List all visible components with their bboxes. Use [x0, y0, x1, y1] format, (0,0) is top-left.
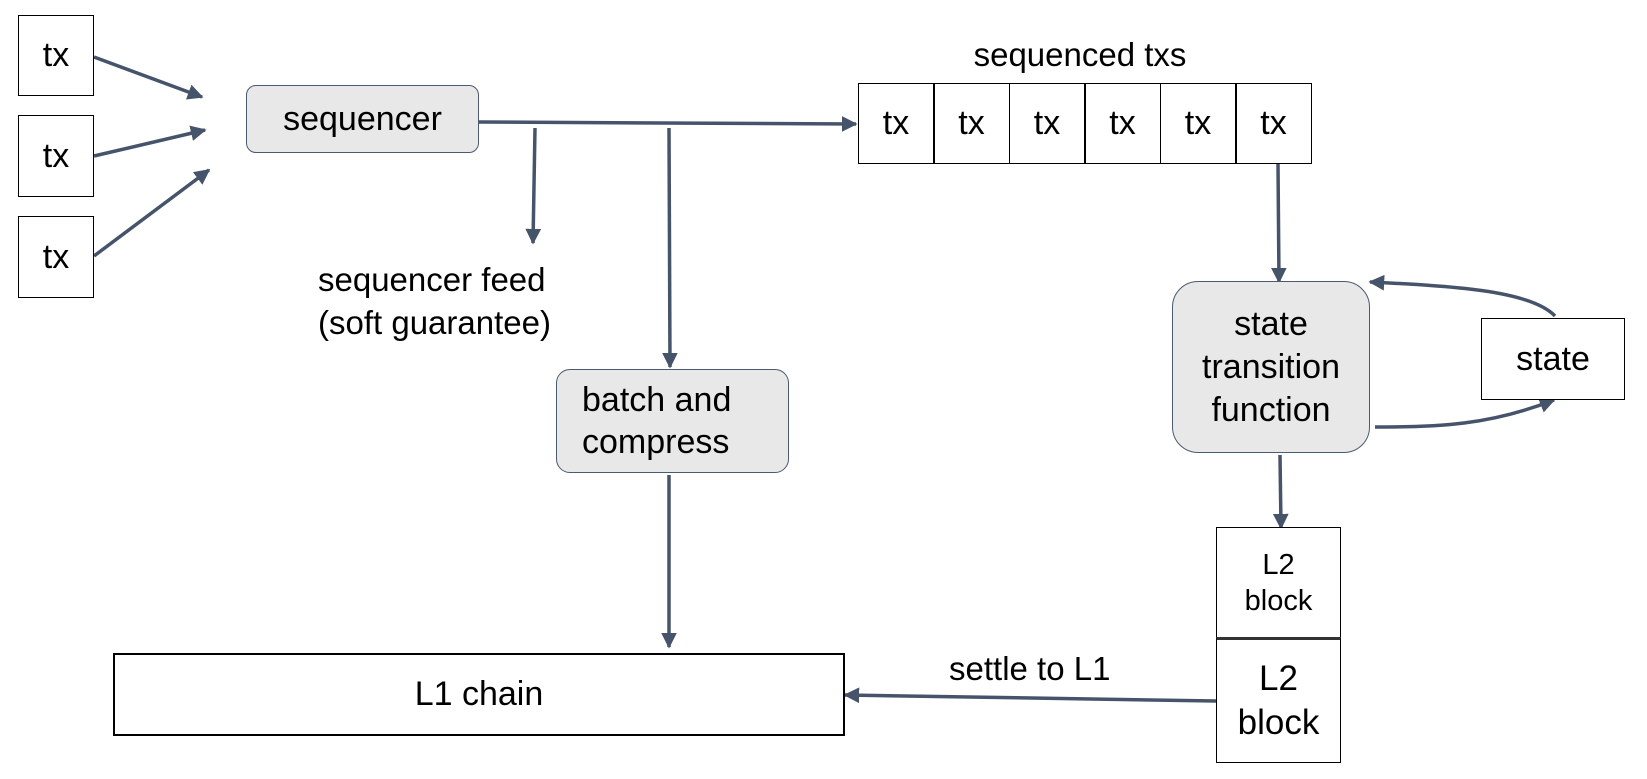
- l1-chain-box: L1 chain: [113, 653, 845, 736]
- sequenced-tx-box: tx: [1009, 83, 1085, 164]
- l2-block-label: L2 block: [1244, 549, 1313, 617]
- input-tx-label: tx: [42, 36, 70, 74]
- sequenced-tx-label: tx: [958, 104, 985, 142]
- arrow-sequencer-to-feed: [525, 127, 542, 245]
- sequencer-feed-label: sequencer feed (soft guarantee): [318, 261, 551, 341]
- sequenced-tx-label: tx: [1184, 104, 1212, 142]
- arrow-tx3-to-sequencer: [92, 168, 211, 258]
- l1-chain-label: L1 chain: [414, 675, 544, 713]
- input-tx-box-1: tx: [18, 15, 94, 96]
- arrow-sequencer-to-batch: [662, 127, 678, 369]
- sequenced-tx-label: tx: [882, 104, 910, 142]
- arrow-stf-to-state: [1374, 397, 1556, 429]
- arrow-sequencer-to-sequenced-txs: [478, 116, 858, 132]
- input-tx-box-3: tx: [18, 216, 94, 298]
- sequencer-box: sequencer: [246, 85, 479, 153]
- l2-block-box-2: L2 block: [1216, 637, 1341, 763]
- sequenced-tx-box: tx: [1160, 83, 1236, 164]
- state-box: state: [1481, 318, 1625, 400]
- batch-and-compress-label: batch and compress: [582, 381, 732, 461]
- batch-and-compress-box: batch and compress: [556, 369, 789, 473]
- arrow-sequenced-txs-to-stf: [1271, 163, 1287, 284]
- sequenced-tx-label: tx: [1260, 104, 1287, 142]
- sequenced-tx-box: tx: [858, 83, 934, 164]
- sequenced-tx-label: tx: [1109, 104, 1136, 142]
- state-label: state: [1516, 339, 1590, 378]
- sequenced-txs-row: tx tx tx tx tx tx: [858, 83, 1315, 164]
- sequenced-tx-box: tx: [1084, 83, 1161, 164]
- sequenced-tx-box: tx: [933, 83, 1010, 164]
- state-transition-function-box: state transition function: [1172, 281, 1370, 453]
- settle-to-l1-label: settle to L1: [949, 650, 1111, 687]
- input-tx-box-2: tx: [18, 115, 94, 197]
- input-tx-label: tx: [42, 136, 70, 175]
- arrow-l2-block-to-l1-chain: [843, 687, 1217, 704]
- arrow-stf-to-l2-block: [1272, 454, 1289, 530]
- input-tx-label: tx: [42, 237, 70, 276]
- state-transition-function-label: state transition function: [1202, 304, 1340, 429]
- sequenced-tx-label: tx: [1033, 104, 1061, 142]
- sequenced-txs-title: sequenced txs: [973, 36, 1187, 73]
- arrow-tx1-to-sequencer: [93, 55, 204, 100]
- sequenced-tx-box: tx: [1235, 83, 1312, 164]
- arrow-state-to-stf: [1368, 274, 1557, 318]
- arrow-tx2-to-sequencer: [93, 125, 207, 158]
- l2-block-box-1: L2 block: [1216, 527, 1341, 639]
- sequencer-label: sequencer: [283, 99, 442, 138]
- l2-block-label: L2 block: [1237, 659, 1320, 742]
